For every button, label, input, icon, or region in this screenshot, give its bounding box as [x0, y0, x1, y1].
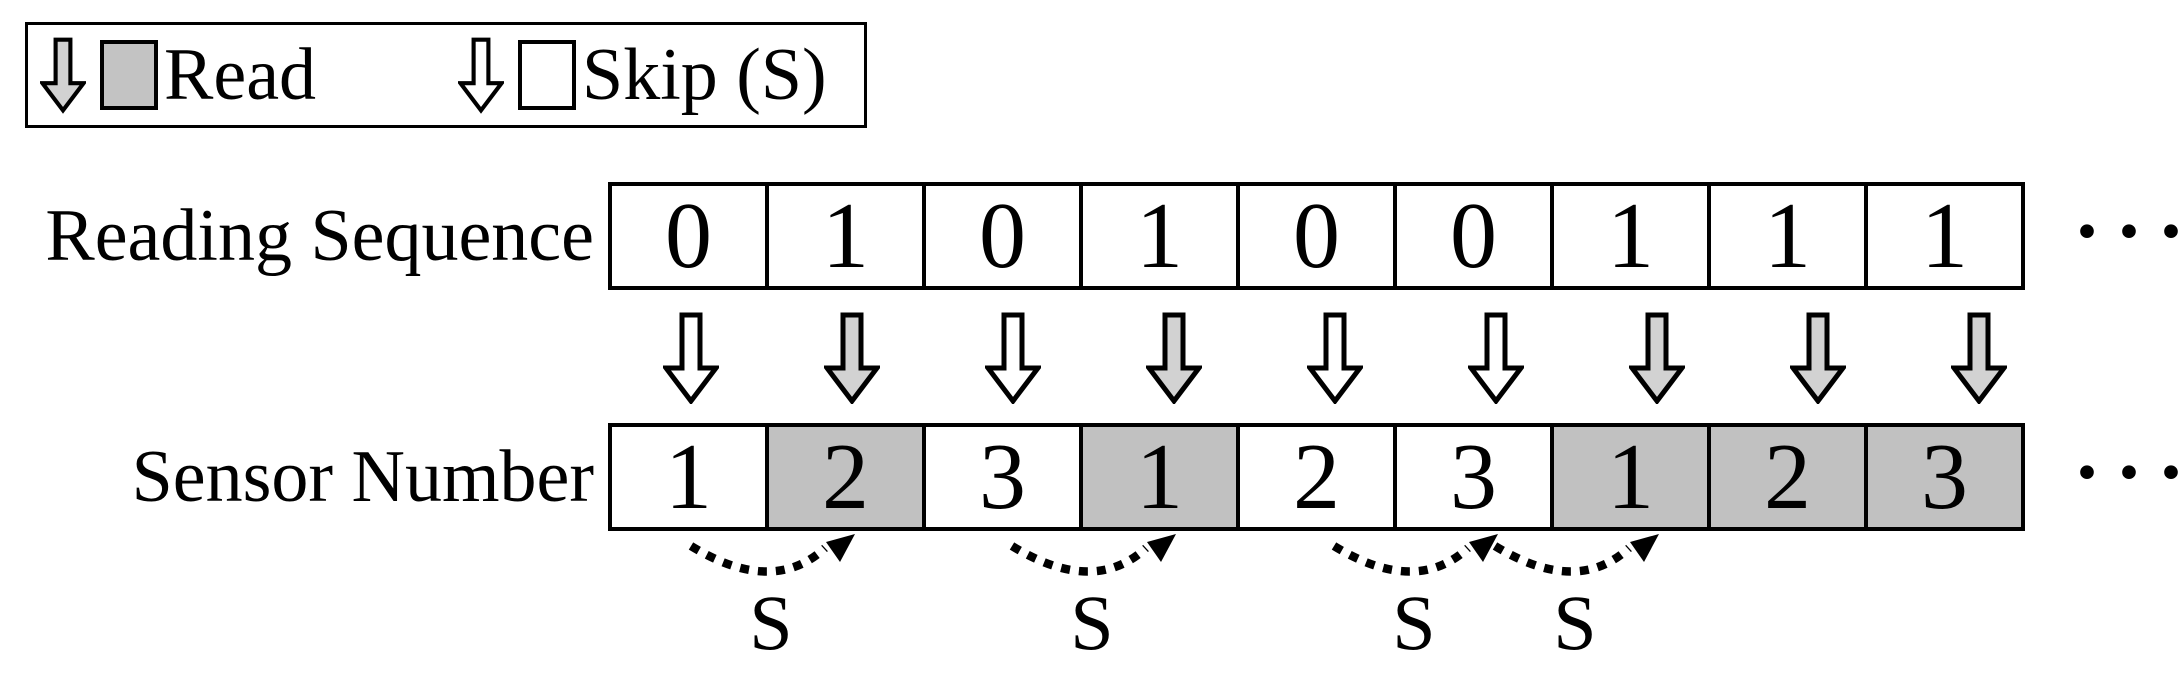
sensor-cell: 3	[1397, 427, 1554, 527]
sensor-cell: 2	[1240, 427, 1397, 527]
skip-arrow-icon	[458, 37, 505, 114]
down-arrow-icon	[1629, 312, 1685, 404]
reading-cell: 0	[1240, 186, 1397, 286]
skip-label: S	[1070, 579, 1114, 666]
sensor-cell: 3	[926, 427, 1083, 527]
down-arrow-icon	[1790, 312, 1846, 404]
reading-cell: 0	[1397, 186, 1554, 286]
down-arrow-icon	[1468, 312, 1524, 404]
down-arrow-icon	[663, 312, 719, 404]
legend-read-entry: Read	[40, 36, 316, 114]
legend-box: Read Skip (S)	[25, 22, 867, 128]
sensor-number-label: Sensor Number	[131, 436, 594, 518]
legend-skip-label: Skip (S)	[582, 34, 827, 116]
reading-ellipsis: ···	[2072, 185, 2184, 278]
reading-cell: 1	[1711, 186, 1868, 286]
sensor-ellipsis: ···	[2072, 426, 2184, 519]
reading-cell: 1	[1554, 186, 1711, 286]
down-arrow-icon	[824, 312, 880, 404]
reading-cell: 0	[612, 186, 769, 286]
skip-arc-icon	[1489, 530, 1669, 582]
skip-label: S	[1553, 579, 1597, 666]
reading-sequence-row: 0 1 0 1 0 0 1 1 1	[608, 182, 2025, 290]
legend-skip-entry: Skip (S)	[458, 36, 827, 114]
sensor-cell: 2	[769, 427, 926, 527]
sensor-cell: 1	[1083, 427, 1240, 527]
sensor-cell: 1	[1554, 427, 1711, 527]
down-arrow-icon	[1307, 312, 1363, 404]
sensor-number-row: 1 2 3 1 2 3 1 2 3	[608, 423, 2025, 531]
sensor-cell: 3	[1868, 427, 2021, 527]
read-cell-swatch	[100, 40, 158, 110]
down-arrow-icon	[1146, 312, 1202, 404]
sensor-cell: 2	[1711, 427, 1868, 527]
reading-cell: 1	[769, 186, 926, 286]
skip-arc-icon	[1006, 530, 1186, 582]
skip-cell-swatch	[518, 40, 577, 110]
down-arrow-icon	[1951, 312, 2007, 404]
read-arrow-icon	[40, 37, 86, 114]
skip-arc-icon	[685, 530, 865, 582]
reading-cell: 0	[926, 186, 1083, 286]
reading-cell: 1	[1083, 186, 1240, 286]
skip-arc-icon	[1328, 530, 1508, 582]
skip-label: S	[749, 579, 793, 666]
legend-read-label: Read	[164, 34, 317, 116]
down-arrow-icon	[985, 312, 1041, 404]
reading-sequence-label: Reading Sequence	[45, 195, 594, 277]
sensor-cell: 1	[612, 427, 769, 527]
reading-cell: 1	[1921, 184, 1968, 288]
skip-label: S	[1392, 579, 1436, 666]
